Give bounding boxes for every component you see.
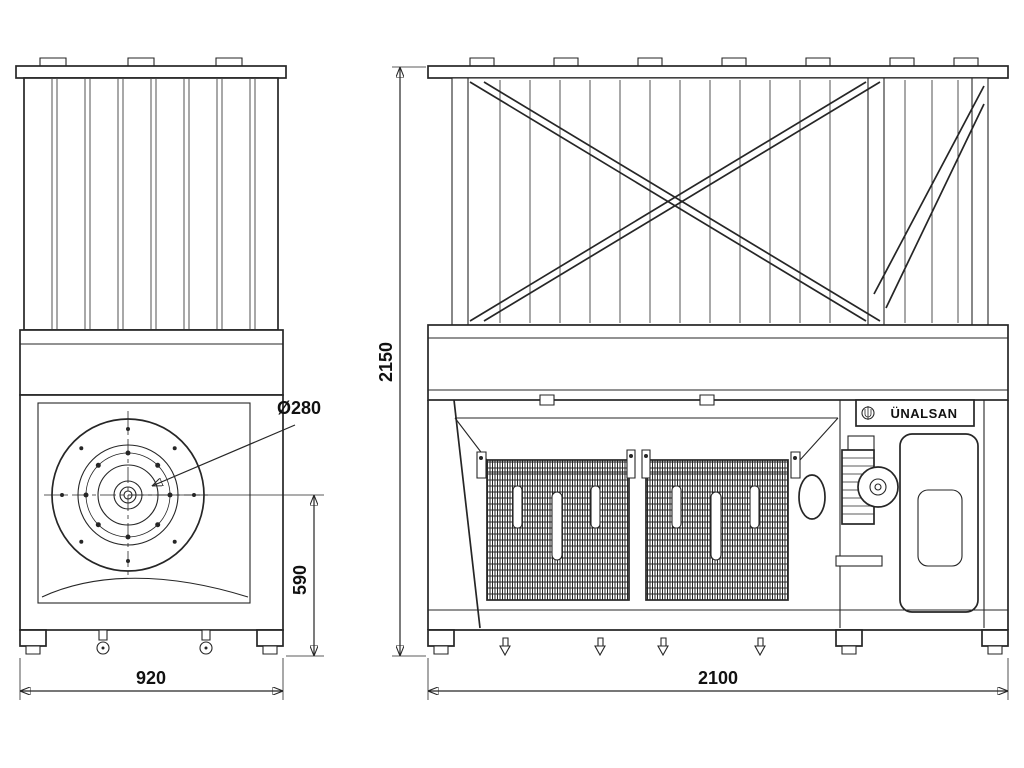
side-cabinet <box>19 394 284 631</box>
front-foot-pads <box>433 645 1003 655</box>
dust-bin-left <box>486 459 630 601</box>
front-frame-posts <box>467 78 973 325</box>
fan-inlet-cone <box>798 474 826 520</box>
dim-label-590: 590 <box>290 565 310 595</box>
caster-stems <box>98 629 211 641</box>
motor-end-bell <box>857 466 899 508</box>
motor <box>798 435 899 567</box>
dust-bin-right <box>645 459 789 601</box>
side-lid <box>15 65 287 79</box>
bin-latches <box>476 449 801 479</box>
brand-plate: ÜNALSAN <box>855 399 975 427</box>
front-view: ÜNALSAN <box>427 57 1009 657</box>
belt-guard <box>899 433 979 613</box>
side-view <box>15 57 287 655</box>
bin-handle-slot <box>551 491 563 561</box>
dimension-fan-height: 590 <box>128 494 324 657</box>
side-fan-panel <box>37 402 251 604</box>
front-band <box>427 324 1009 401</box>
brand-logo-icon <box>861 406 875 420</box>
front-base <box>427 609 1009 657</box>
side-volute-curve <box>41 577 249 598</box>
front-feet <box>427 629 1009 647</box>
dim-label-diameter: Ø280 <box>277 398 321 418</box>
brand-name: ÜNALSAN <box>890 406 957 421</box>
dim-label-2100: 2100 <box>698 668 738 688</box>
bin-handle-slot <box>710 491 722 561</box>
motor-mount-rail <box>835 555 883 567</box>
front-cross-braces <box>469 81 985 322</box>
drain-fittings <box>499 637 766 657</box>
dimension-inlet-diameter: Ø280 <box>152 398 321 486</box>
side-foot-pads <box>25 645 278 655</box>
side-lid-tabs <box>39 57 243 67</box>
dimension-side-width: 920 <box>19 658 284 700</box>
side-band <box>19 329 284 396</box>
side-filter-slats <box>51 79 256 329</box>
front-upper-frame <box>451 77 989 326</box>
dimension-front-width: 2100 <box>427 658 1009 700</box>
side-feet <box>19 629 284 647</box>
front-lid-tabs <box>469 57 979 67</box>
front-band-lines <box>428 337 1008 391</box>
dim-label-920: 920 <box>136 668 166 688</box>
dimension-front-height: 2150 <box>376 66 426 657</box>
front-lid <box>427 65 1009 79</box>
front-band-brackets <box>539 394 715 406</box>
dim-label-2150: 2150 <box>376 342 396 382</box>
front-mid-frame <box>427 399 1009 630</box>
front-frame-slats <box>499 80 959 323</box>
hopper-leg <box>453 399 481 629</box>
side-base <box>19 629 284 655</box>
